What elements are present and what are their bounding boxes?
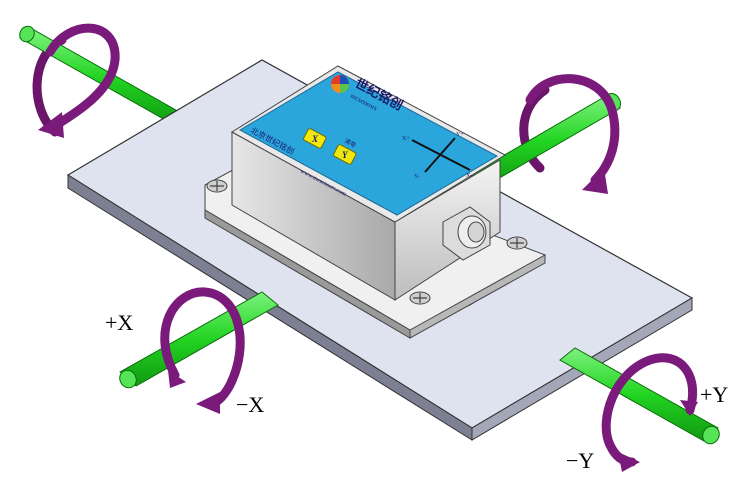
svg-text:X: X [311,134,319,144]
rotation-arrow-top-right [525,74,620,194]
svg-text:X+: X+ [402,136,410,142]
svg-text:Y-: Y- [414,174,420,180]
zero-button-y: Y [333,144,357,165]
rod-front-left [119,291,279,389]
screw-front-left [206,179,228,193]
svg-text:Y: Y [342,150,349,160]
svg-text:X-: X- [466,173,472,179]
rotation-arrow-x [160,287,245,414]
label-plus-x: +X [105,310,133,335]
label-plus-y: +Y [700,382,728,407]
svg-text:Y+: Y+ [456,132,464,138]
sensor-device: 世纪铭创 mcsensors 北京世纪铭创 www.mcsensors.com … [204,65,547,339]
cable-gland [442,206,491,261]
direction-indicator: X+ X- Y+ Y- [402,132,472,180]
rotation-arrow-y [601,353,698,472]
screw-back-right [506,236,528,250]
zero-button-x: X [303,128,327,149]
screw-front-right [409,291,431,305]
label-minus-y: −Y [566,448,594,473]
rotation-arrow-top-left [38,23,120,138]
rod-front-right [559,347,720,445]
device-label-panel [238,71,499,216]
label-minus-x: −X [236,392,264,417]
brand-logo [331,75,349,93]
